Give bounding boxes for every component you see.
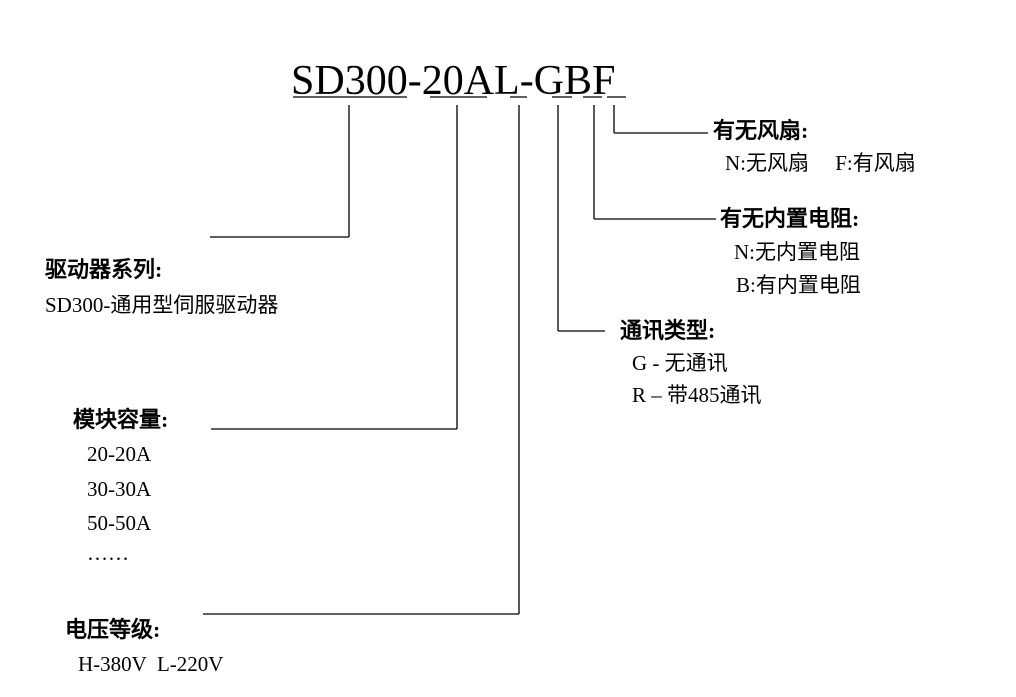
code-fan: F bbox=[592, 58, 616, 104]
capacity-title: 模块容量: bbox=[73, 407, 169, 432]
capacity-option-30: 30-30A bbox=[87, 477, 152, 501]
model-code: SD300-20AL-GBF bbox=[291, 57, 615, 105]
code-comm: G bbox=[533, 58, 565, 104]
resistor-option-n: N:无内置电阻 bbox=[734, 240, 860, 264]
capacity-option-20: 20-20A bbox=[87, 442, 152, 466]
capacity-option-more: …… bbox=[87, 541, 129, 565]
resistor-title: 有无内置电阻: bbox=[720, 206, 860, 231]
comm-option-r: R – 带485通讯 bbox=[632, 383, 762, 407]
capacity-option-50: 50-50A bbox=[87, 511, 152, 535]
code-capacity: 20A bbox=[421, 58, 495, 104]
voltage-title: 电压等级: bbox=[65, 617, 161, 642]
fan-options: N:无风扇 F:有风扇 bbox=[725, 151, 916, 175]
code-sep-2: - bbox=[519, 58, 534, 104]
code-voltage: L bbox=[494, 58, 520, 104]
code-resistor: B bbox=[564, 58, 593, 104]
series-desc: SD300-通用型伺服驱动器 bbox=[45, 293, 279, 317]
resistor-option-b: B:有内置电阻 bbox=[736, 273, 861, 297]
comm-title: 通讯类型: bbox=[620, 318, 716, 343]
code-prefix: SD300 bbox=[291, 58, 408, 104]
fan-title: 有无风扇: bbox=[713, 118, 809, 143]
voltage-options: H-380V L-220V bbox=[78, 652, 224, 676]
comm-option-g: G - 无通讯 bbox=[632, 351, 728, 375]
code-sep-1: - bbox=[407, 58, 422, 104]
series-title: 驱动器系列: bbox=[45, 257, 163, 282]
